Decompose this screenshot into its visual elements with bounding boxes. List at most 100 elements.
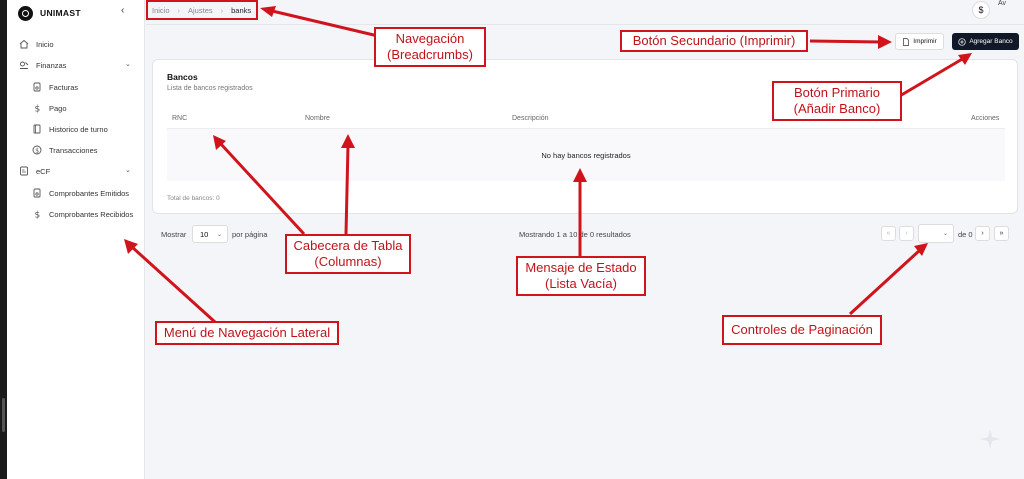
double-chevron-left-icon: « <box>886 230 891 237</box>
chevron-down-icon: ⌄ <box>942 231 948 237</box>
dollar-icon: $ <box>978 5 984 15</box>
column-header-rnc[interactable]: RNC <box>172 115 188 122</box>
annotation-line: Controles de Paginación <box>731 322 873 337</box>
annotation-highlight-box <box>146 0 258 20</box>
document-icon <box>903 37 910 46</box>
currency-button[interactable]: $ <box>972 1 990 19</box>
chevron-down-icon[interactable]: ⌄ <box>125 61 131 68</box>
card-subtitle: Lista de bancos registrados <box>167 85 253 92</box>
column-header-descripcion[interactable]: Descripción <box>512 115 549 122</box>
sidebar-item-label: Inicio <box>36 39 54 49</box>
sidebar-item-historico[interactable]: Historico de turno <box>32 122 108 136</box>
chevron-left-icon[interactable]: ‹ <box>121 5 125 16</box>
sidebar-item-ecf[interactable]: eCF <box>19 164 50 178</box>
arrow-table-header-1 <box>218 141 306 236</box>
arrow-head-breadcrumbs <box>260 6 276 17</box>
per-page-label: por página <box>232 230 268 239</box>
column-header-acciones: Acciones <box>971 115 1000 122</box>
coin-icon: $ <box>32 145 42 155</box>
ecf-icon <box>20 166 28 176</box>
invoice-icon <box>33 82 41 92</box>
page-of-label: de 0 <box>958 230 973 239</box>
annotation-pagination: Controles de Paginación <box>722 315 882 345</box>
home-icon <box>19 39 29 49</box>
brand-name: UNIMAST <box>40 8 81 18</box>
arrow-secondary <box>809 39 883 44</box>
logo-icon <box>18 5 33 21</box>
sidebar-item-label: Historico de turno <box>49 124 108 134</box>
annotation-line: Cabecera de Tabla <box>293 238 403 253</box>
chevron-right-icon: › <box>177 5 181 15</box>
annotation-primary-button: Botón Primario (Añadir Banco) <box>772 81 902 121</box>
sidebar-item-comprobantes-recibidos[interactable]: $ Comprobantes Recibidos <box>32 207 134 221</box>
prev-page-button[interactable]: ‹ <box>899 226 914 241</box>
total-count: Total de bancos: 0 <box>167 195 220 202</box>
chevron-right-icon: › <box>220 5 224 15</box>
breadcrumb-item-current: banks <box>231 5 252 15</box>
arrow-sidebar <box>130 245 217 324</box>
sidebar-item-label: Comprobantes Recibidos <box>49 209 134 219</box>
book-icon <box>33 124 41 134</box>
chevron-right-icon: › <box>981 230 984 237</box>
empty-state-message: No hay bancos registrados <box>167 129 1005 181</box>
sidebar-item-facturas[interactable]: Facturas <box>32 80 78 94</box>
chevron-down-icon: ⌄ <box>216 231 222 238</box>
sidebar-item-label: Pago <box>49 103 67 113</box>
annotation-line: (Breadcrumbs) <box>387 47 473 62</box>
sidebar-item-label: Comprobantes Emitidos <box>49 188 130 198</box>
show-label: Mostrar <box>161 230 187 239</box>
sidebar-item-finanzas[interactable]: Finanzas <box>19 58 66 72</box>
sidebar-item-label: Transacciones <box>49 145 98 155</box>
receipt-icon <box>33 188 41 198</box>
next-page-button[interactable]: › <box>975 226 990 241</box>
column-header-nombre[interactable]: Nombre <box>305 115 330 122</box>
arrow-head-status <box>573 168 587 182</box>
header-divider <box>146 24 1024 25</box>
table-header-divider <box>167 128 1005 129</box>
chevron-down-icon[interactable]: ⌄ <box>125 167 131 174</box>
svg-text:$: $ <box>35 211 41 220</box>
sidebar-item-label: eCF <box>36 166 51 176</box>
print-button-label: Imprimir <box>913 38 937 45</box>
arrow-pagination <box>848 248 922 316</box>
sidebar-item-inicio[interactable]: Inicio <box>19 37 54 51</box>
first-page-button[interactable]: « <box>881 226 896 241</box>
annotation-status-message: Mensaje de Estado (Lista Vacía) <box>516 256 646 296</box>
arrow-head-pagination <box>914 243 928 256</box>
avatar-alt-text: Av <box>998 0 1007 7</box>
pagination-summary: Mostrando 1 a 10 de 0 resultados <box>519 230 631 239</box>
double-chevron-right-icon: » <box>999 230 1004 237</box>
card-title: Bancos <box>167 72 198 82</box>
sidebar-item-label: Finanzas <box>36 60 67 70</box>
breadcrumb-item-ajustes[interactable]: Ajustes <box>188 5 213 15</box>
annotation-line: Mensaje de Estado <box>525 260 637 275</box>
annotation-line: Menú de Navegación Lateral <box>163 325 331 340</box>
page-size-value: 10 <box>200 229 209 239</box>
annotation-line: Botón Secundario (Imprimir) <box>632 33 796 48</box>
annotation-line: (Columnas) <box>314 254 382 269</box>
plus-circle-icon <box>958 37 966 46</box>
print-button[interactable]: Imprimir <box>895 33 944 50</box>
breadcrumb-item-inicio[interactable]: Inicio <box>152 5 170 15</box>
brand[interactable]: UNIMAST <box>18 4 81 22</box>
add-bank-button[interactable]: Agregar Banco <box>952 33 1019 50</box>
page-select[interactable]: ⌄ <box>918 224 954 243</box>
sidebar-item-pago[interactable]: $ Pago <box>32 101 67 115</box>
sidebar-item-comprobantes-emitidos[interactable]: Comprobantes Emitidos <box>32 186 129 200</box>
sidebar-item-transacciones[interactable]: $ Transacciones <box>32 143 98 157</box>
annotation-line: (Lista Vacía) <box>544 276 617 291</box>
window-edge-strip <box>0 0 7 479</box>
annotation-line: Navegación <box>395 31 465 46</box>
annotation-table-header: Cabecera de Tabla (Columnas) <box>285 234 411 274</box>
page-size-select[interactable]: 10 ⌄ <box>192 225 228 243</box>
last-page-button[interactable]: » <box>994 226 1009 241</box>
breadcrumb: Inicio › Ajustes › banks <box>146 0 257 20</box>
scrollbar-thumb[interactable] <box>2 398 5 432</box>
avatar[interactable]: Av <box>998 0 1020 20</box>
arrow-head-sidebar <box>124 239 138 254</box>
arrow-head-primary <box>958 53 972 65</box>
annotation-sidebar: Menú de Navegación Lateral <box>155 321 339 345</box>
sidebar: UNIMAST ‹ Inicio Finanzas ⌄ Facturas $ P… <box>7 0 145 479</box>
chevron-left-icon: ‹ <box>905 230 908 237</box>
